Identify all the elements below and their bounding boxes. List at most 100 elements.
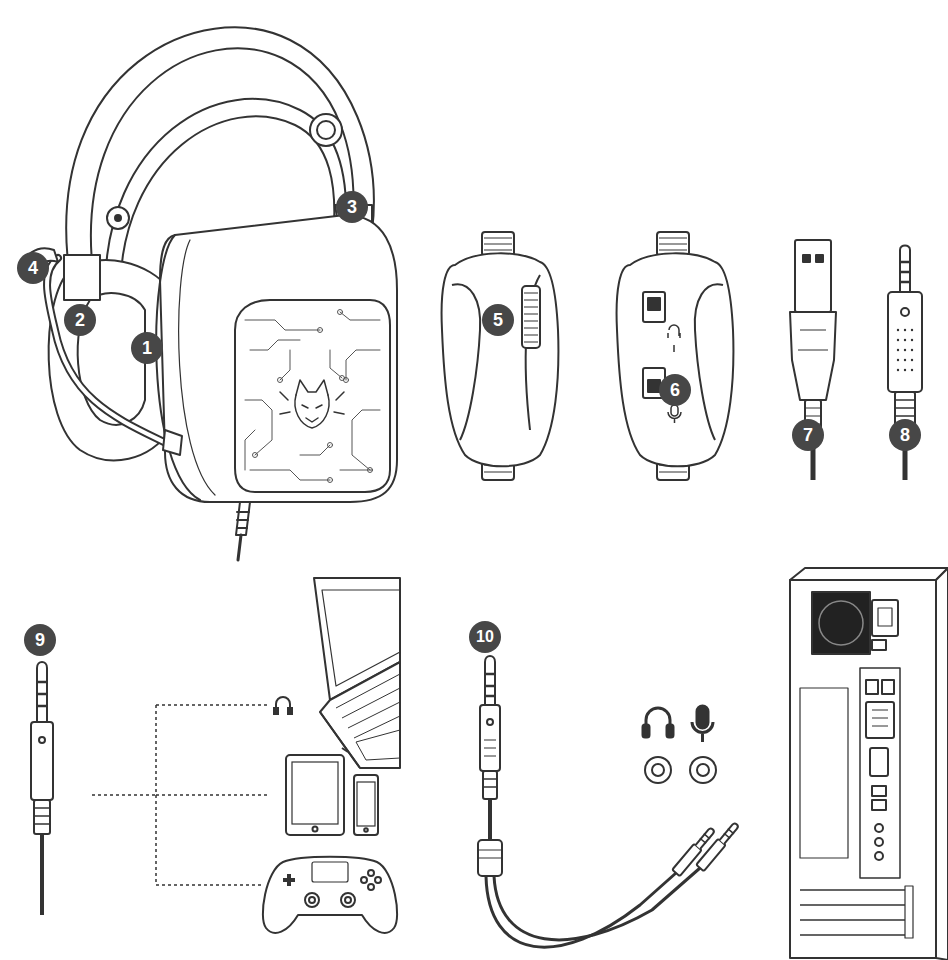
audio-port-icons (643, 725, 649, 737)
audio-jack-plug (911, 339, 913, 341)
splitter-cable (494, 868, 700, 940)
audio-jack-plug (34, 800, 50, 834)
callout-number: 6 (659, 374, 691, 406)
headset-illustration (107, 207, 129, 229)
audio-jack-plug (897, 349, 899, 351)
pc-tower (860, 668, 900, 878)
headset-illustration (352, 410, 380, 470)
inline-volume-control (442, 253, 559, 466)
pc-tower (936, 568, 948, 960)
inline-switch-control (668, 325, 680, 338)
callout-number: 4 (17, 252, 49, 284)
pc-tower (800, 688, 848, 858)
tablet-phone-devices (286, 755, 378, 835)
inline-switch-control (668, 412, 681, 423)
audio-jack-plug (897, 359, 899, 361)
callout-number: 2 (64, 304, 96, 336)
inline-switch-control (695, 284, 723, 440)
usb-plug (803, 255, 810, 262)
pc-tower (872, 786, 886, 796)
splitter-cable (487, 719, 493, 725)
headphone-port-icon (274, 708, 278, 714)
inline-switch-control (673, 345, 675, 352)
audio-jack-plug (904, 339, 906, 341)
headset-illustration (47, 258, 172, 446)
audio-jack-plug (888, 292, 922, 392)
headset-illustration (328, 478, 333, 483)
pc-tower (790, 580, 936, 958)
headset-illustration (253, 453, 258, 458)
splitter-cable (484, 740, 496, 756)
headphone-port-icon (288, 708, 292, 714)
splitter-cable (720, 822, 739, 843)
callout-number: 10 (469, 621, 501, 653)
callout-number: 5 (482, 304, 514, 336)
splitter-cable (488, 799, 492, 840)
audio-jack-plug (31, 662, 53, 915)
headset-illustration (330, 350, 342, 378)
splitter-cable (485, 656, 495, 705)
headset-illustration (296, 380, 328, 395)
inline-switch-control (671, 405, 678, 416)
pc-tower (875, 838, 883, 846)
audio-jack-plug (901, 308, 909, 316)
headset-illustration (306, 418, 318, 422)
headset-illustration (280, 350, 290, 380)
laptop-device (320, 662, 400, 768)
laptop-device (314, 578, 400, 768)
headset-illustration (295, 395, 329, 428)
headset-illustration (115, 215, 121, 221)
audio-jack-plug (911, 359, 913, 361)
splitter-cable (696, 839, 726, 871)
headset-illustration (280, 380, 344, 428)
pc-tower (875, 824, 883, 832)
pc-tower (866, 702, 894, 738)
audio-jack-plug (36, 682, 48, 706)
pc-tower (872, 800, 886, 810)
gamepad-device (368, 884, 374, 890)
audio-jack-plug (904, 329, 906, 331)
pc-tower (875, 852, 883, 860)
splitter-cable (483, 779, 497, 787)
audio-jack-plug (911, 349, 913, 351)
audio-jack-plug (34, 808, 50, 824)
inline-switch-control (643, 292, 665, 322)
gamepad-device (309, 897, 315, 903)
splitter-cable (480, 705, 500, 771)
splitter-cable (696, 821, 740, 871)
headset-illustration (250, 470, 330, 480)
pc-tower (866, 680, 878, 694)
splitter-cable (484, 674, 496, 696)
audio-jack-plug (904, 359, 906, 361)
splitter-cable (486, 873, 676, 947)
usb-plug (790, 312, 836, 400)
gamepad-device (263, 857, 397, 933)
callout-number: 7 (792, 419, 824, 451)
audio-jack-plug (895, 400, 915, 416)
inline-switch-control (617, 253, 734, 466)
audio-jack-plug (31, 722, 53, 800)
headset-illustration (302, 405, 322, 408)
audio-jack-plug (897, 369, 899, 371)
dotted-connection-line (156, 704, 268, 706)
headset-illustration (318, 328, 323, 333)
headphone-port-icon (274, 697, 292, 714)
inline-switch-control (648, 298, 660, 310)
gamepad-device (305, 893, 319, 907)
audio-port-icons (667, 725, 673, 737)
audio-jack-plug (897, 339, 899, 341)
inline-volume-control (452, 284, 480, 440)
pc-tower (872, 600, 898, 636)
headset-illustration (245, 310, 380, 483)
headset-illustration (237, 512, 249, 528)
audio-jack-plug (900, 246, 910, 293)
usb-plug (798, 330, 828, 350)
gamepad-device (263, 857, 397, 933)
audio-jack-plug (40, 834, 44, 915)
splitter-cable (478, 850, 502, 858)
pc-tower (905, 886, 913, 938)
gamepad-device (361, 877, 367, 883)
headset-illustration (238, 535, 241, 560)
headset-illustration (47, 258, 172, 446)
